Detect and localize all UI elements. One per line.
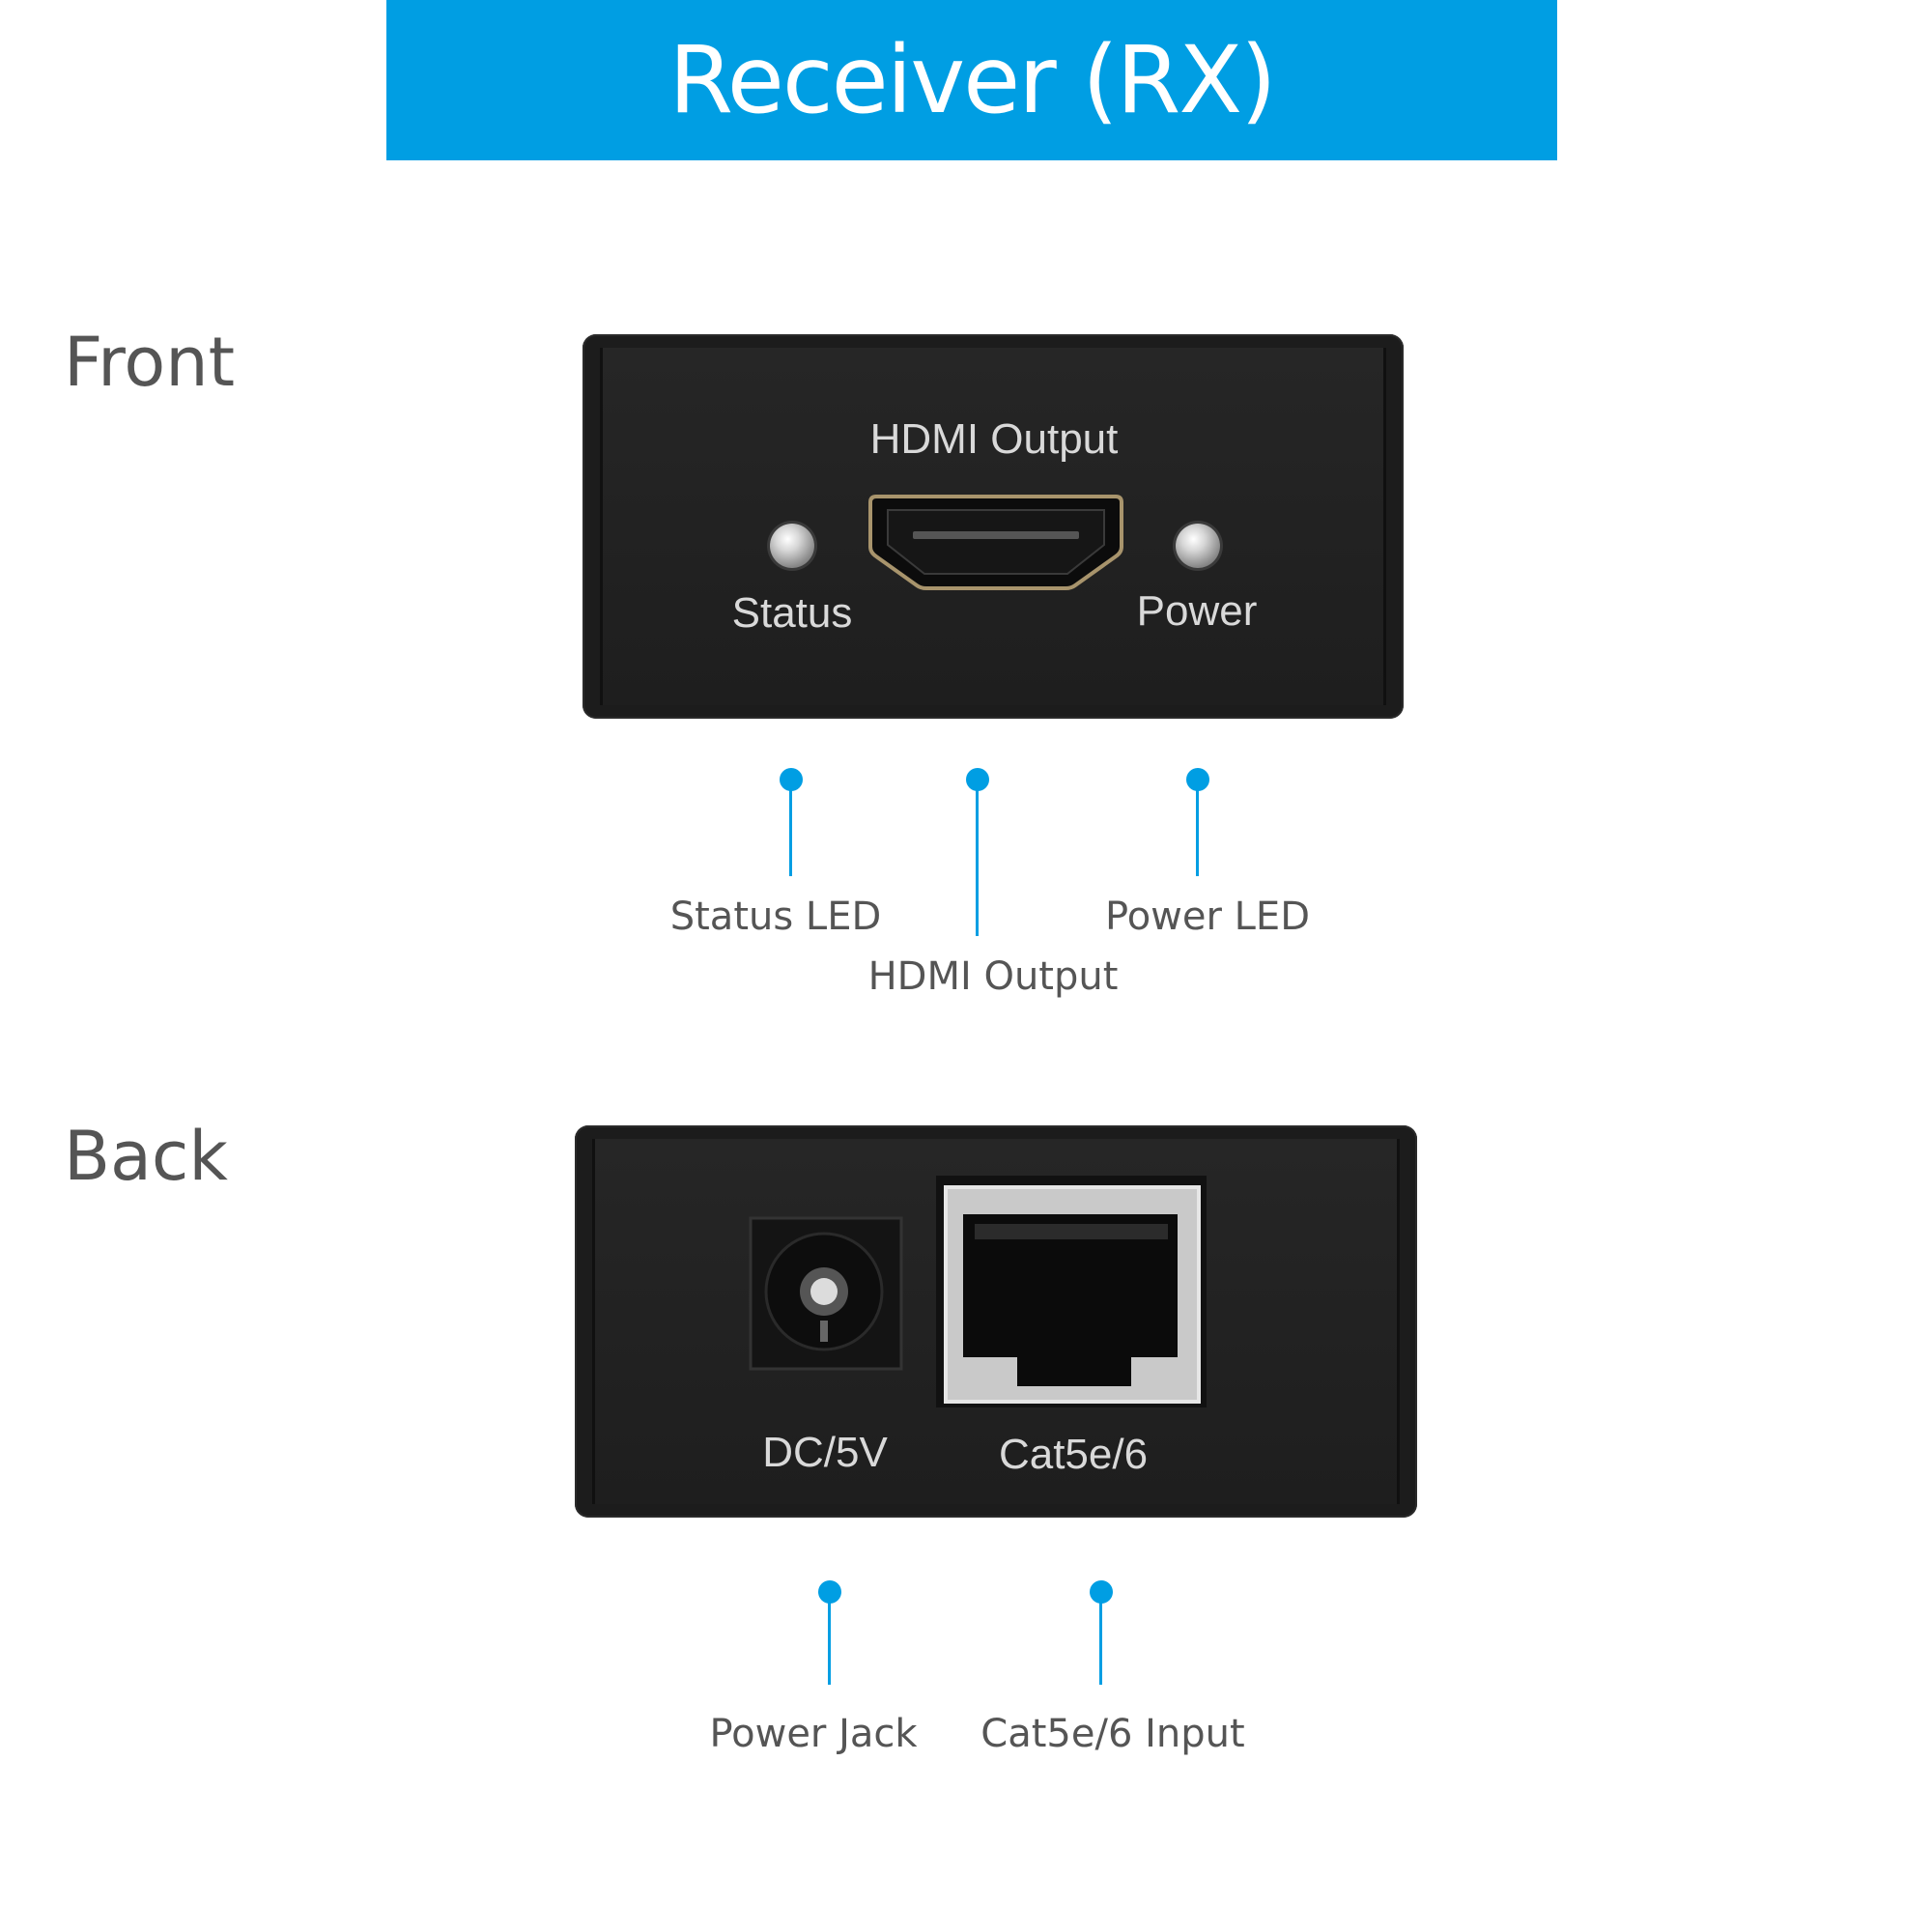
front-section-label: Front	[64, 323, 236, 402]
power-jack-callout-label: Power Jack	[709, 1712, 918, 1756]
status-led-icon	[770, 524, 814, 568]
status-led-callout-label: Status LED	[669, 895, 882, 939]
page-title: Receiver (RX)	[668, 26, 1276, 134]
cat-input-callout-label: Cat5e/6 Input	[980, 1712, 1245, 1756]
title-banner: Receiver (RX)	[386, 0, 1557, 160]
dc-5v-panel-label: DC/5V	[762, 1429, 888, 1476]
hdmi-panel-label: HDMI Output	[869, 415, 1119, 463]
status-led-callout-line	[789, 780, 792, 876]
power-jack-callout-line	[828, 1592, 831, 1685]
hdmi-port-icon	[868, 495, 1123, 590]
cat-input-callout-line	[1099, 1592, 1102, 1685]
rj45-port-icon	[936, 1176, 1207, 1407]
back-panel: DC/5V Cat5e/6	[575, 1125, 1417, 1518]
hdmi-output-callout-line	[976, 780, 979, 936]
front-panel: HDMI Output Status Power	[582, 334, 1404, 719]
power-panel-label: Power	[1136, 587, 1258, 635]
power-led-icon	[1176, 524, 1220, 568]
back-section-label: Back	[64, 1117, 228, 1196]
hdmi-output-callout-label: HDMI Output	[867, 954, 1119, 999]
status-panel-label: Status	[731, 589, 853, 637]
dc-power-jack-icon	[749, 1216, 903, 1371]
power-led-callout-line	[1196, 780, 1199, 876]
power-led-callout-label: Power LED	[1104, 895, 1311, 939]
cat5e6-panel-label: Cat5e/6	[998, 1431, 1149, 1478]
